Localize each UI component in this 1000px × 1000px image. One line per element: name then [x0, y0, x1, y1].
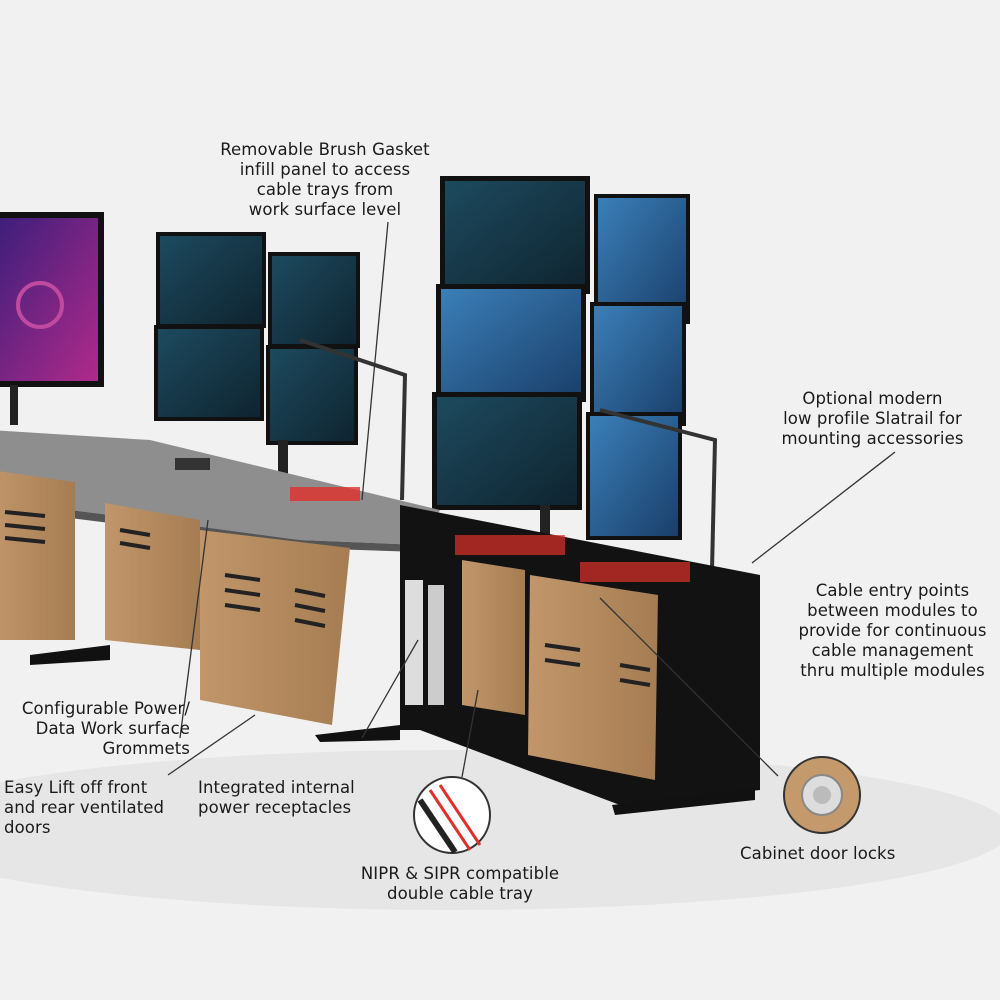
power-strip — [405, 580, 423, 705]
power-strip — [428, 585, 444, 705]
callout-receptacles: Integrated internal power receptacles — [198, 778, 355, 817]
callout-grommets: Configurable Power/ Data Work surface Gr… — [21, 699, 190, 758]
monitor-array-center — [154, 232, 360, 480]
callout-cable-entry: Cable entry points between modules to pr… — [798, 581, 987, 680]
slatrail-post — [299, 338, 408, 501]
work-surface — [0, 430, 440, 545]
cable-tray-top — [455, 535, 565, 555]
slatrail-post — [599, 408, 718, 571]
monitor-left — [0, 212, 104, 425]
leader-lines — [167, 221, 896, 778]
wood-doors — [0, 471, 658, 780]
callout-brush-gasket: Removable Brush Gasket infill panel to a… — [220, 140, 430, 219]
brush-gasket — [290, 487, 360, 501]
cable-tray-inset — [413, 776, 491, 854]
door-lock-inset — [783, 756, 861, 834]
callout-cable-tray: NIPR & SIPR compatible double cable tray — [360, 864, 560, 903]
monitor-array-right — [432, 176, 690, 540]
callout-doors: Easy Lift off front and rear ventilated … — [4, 778, 165, 837]
callout-door-locks: Cabinet door locks — [740, 844, 896, 863]
grommet — [175, 458, 210, 470]
vent-slots — [4, 510, 651, 687]
callout-slatrail: Optional modern low profile Slatrail for… — [781, 389, 964, 448]
